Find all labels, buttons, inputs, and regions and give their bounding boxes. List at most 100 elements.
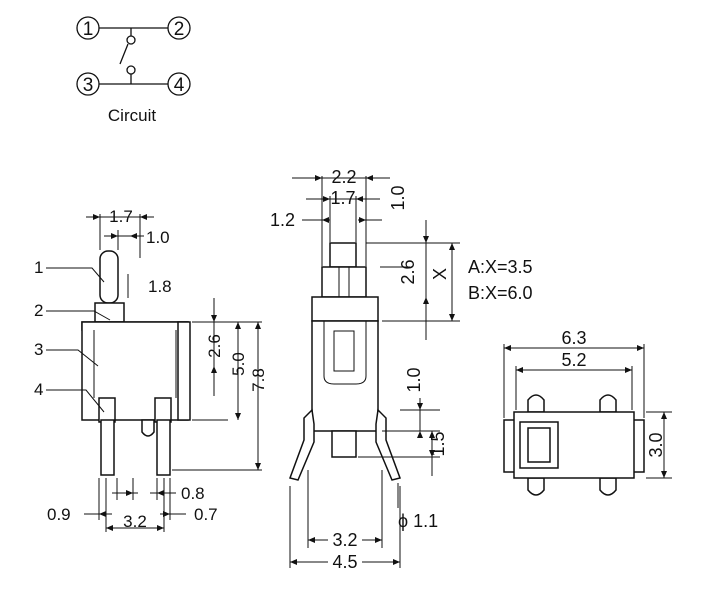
circuit-diagram: 1 2 3 4 Circuit	[76, 16, 191, 125]
arrow	[235, 322, 241, 329]
arrow	[211, 366, 217, 373]
arrow	[423, 297, 429, 304]
callout-2: 2	[34, 301, 43, 320]
arrow	[322, 217, 329, 223]
terminal-4-label: 4	[174, 75, 185, 96]
switch-lever	[119, 43, 129, 65]
dim-front-0-7: 0.7	[194, 505, 218, 524]
variant-a: A:X=3.5	[468, 257, 533, 277]
label-bg	[328, 552, 362, 570]
dim-side-1-0-mid: 1.0	[404, 367, 424, 392]
front-view: 1 2 3 4 1.7 1.0 1.8 2.6 5.0	[34, 207, 268, 532]
terminal-3-circle	[76, 72, 100, 96]
side-housing-inner	[323, 321, 367, 385]
arrow	[449, 243, 455, 250]
arrow	[106, 525, 113, 531]
side-center-pin	[331, 430, 357, 458]
top-bump-br	[599, 477, 617, 496]
terminal-3-label: 3	[83, 75, 94, 96]
arrow	[157, 490, 164, 496]
dim-front-0-8: 0.8	[181, 484, 205, 503]
dim-side-1-5: 1.5	[428, 431, 448, 456]
dim-front-1-7: 1.7	[109, 207, 133, 226]
dim-side-4-5: 4.5	[332, 552, 357, 572]
top-bump-tl	[527, 394, 545, 413]
arrow	[255, 463, 261, 470]
arrow	[504, 345, 511, 351]
terminal-2-label: 2	[174, 19, 185, 40]
callout-3-leader	[46, 349, 99, 367]
dim-front-1-8: 1.8	[148, 277, 172, 296]
dim-front-7-8: 7.8	[249, 368, 268, 392]
arrow	[417, 431, 423, 438]
dim-top-3-0: 3.0	[646, 432, 666, 457]
arrow	[140, 214, 147, 220]
arrow	[157, 525, 164, 531]
side-view: 2.2 1.7 1.2 1.0 2.6 X A:X=3.5 B:X=6.0	[270, 167, 533, 572]
dim-side-1-2: 1.2	[270, 210, 295, 230]
terminal-4-circle	[167, 72, 191, 96]
arrow	[429, 431, 435, 438]
switch-top-contact	[126, 35, 136, 45]
arrow	[393, 559, 400, 565]
dim-front-0-9: 0.9	[47, 505, 71, 524]
front-side-wall	[177, 321, 191, 421]
side-plunger-neck	[321, 266, 367, 298]
switch-bottom-contact	[126, 65, 136, 75]
callout-2-leader	[46, 310, 111, 321]
arrow	[356, 196, 363, 202]
front-pin-right-shoulder	[154, 397, 172, 423]
arrow	[255, 322, 261, 329]
side-cap	[311, 296, 379, 322]
callout-1: 1	[34, 258, 43, 277]
side-housing	[311, 320, 379, 432]
callout-4: 4	[34, 380, 43, 399]
arrow	[99, 511, 106, 517]
callout-1-leader	[46, 267, 105, 283]
dim-top-5-2: 5.2	[561, 350, 586, 370]
circuit-caption: Circuit	[108, 106, 156, 125]
dim-front-2-6: 2.6	[205, 334, 224, 358]
front-actuator	[99, 250, 119, 304]
arrow	[290, 559, 297, 565]
arrow	[417, 403, 423, 410]
arrow	[429, 450, 435, 457]
dim-side-1-7: 1.7	[330, 188, 355, 208]
arrow	[625, 367, 632, 373]
arrow	[661, 471, 667, 478]
dim-front-3-2: 3.2	[123, 512, 147, 531]
arrow	[366, 175, 373, 181]
side-window	[333, 330, 355, 372]
top-bump-tr	[599, 394, 617, 413]
dim-side-2-2: 2.2	[331, 167, 356, 187]
arrow	[130, 233, 137, 239]
terminal-1-label: 1	[83, 19, 94, 40]
dim-front-1-0: 1.0	[146, 228, 170, 247]
variant-b: B:X=6.0	[468, 283, 533, 303]
arrow	[308, 537, 315, 543]
arrow	[375, 537, 382, 543]
arrow	[661, 412, 667, 419]
front-center-post	[141, 419, 155, 437]
dim-side-2-6: 2.6	[398, 259, 418, 284]
arrow	[637, 345, 644, 351]
side-leg-right	[375, 408, 401, 481]
dim-side-x: X	[430, 268, 450, 280]
arrow	[163, 511, 170, 517]
arrow	[235, 413, 241, 420]
top-actuator	[527, 427, 551, 463]
arrow	[315, 175, 322, 181]
side-leg-left	[289, 408, 315, 481]
arrow	[93, 214, 100, 220]
front-pin-left-shoulder	[98, 397, 116, 423]
arrow	[516, 367, 523, 373]
dim-side-1-0-top: 1.0	[388, 185, 408, 210]
callout-4-leader	[46, 389, 105, 413]
dim-front-5-0: 5.0	[229, 352, 248, 376]
arrow	[111, 233, 118, 239]
arrow	[211, 315, 217, 322]
front-pin-left	[100, 419, 115, 476]
dim-top-6-3: 6.3	[561, 328, 586, 348]
